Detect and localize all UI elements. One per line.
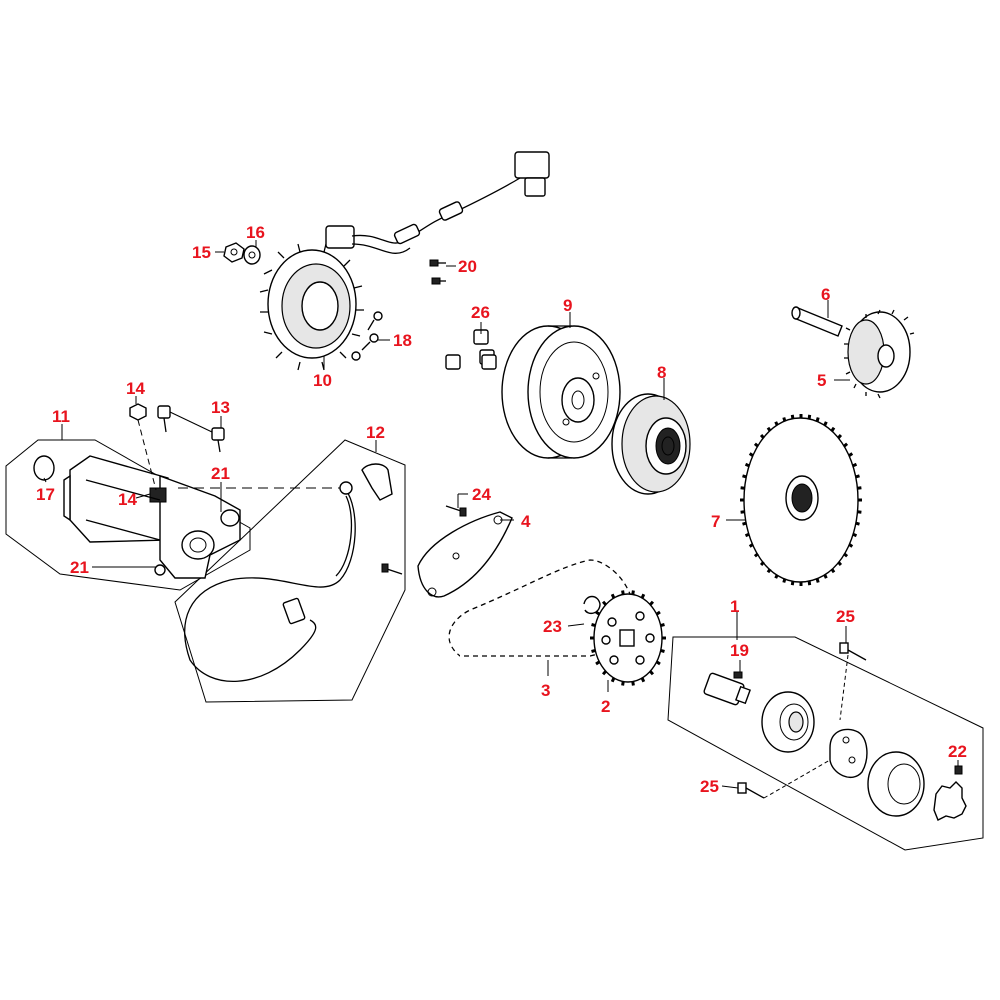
shaft-pin: [791, 306, 843, 337]
callout-16: 16: [246, 223, 265, 242]
nut-15: [223, 242, 245, 263]
panel-oil-pump: [667, 636, 984, 851]
starter-clutch: [611, 393, 691, 495]
callout-14-body: 14: [118, 490, 137, 509]
panel-starter-cable: [174, 439, 406, 703]
callout-25-bottom: 25: [700, 777, 719, 796]
callout-23: 23: [543, 617, 562, 636]
bolts-24: [381, 505, 467, 575]
callout-9: 9: [563, 296, 572, 315]
callout-12: 12: [366, 423, 385, 442]
callout-1: 1: [730, 597, 739, 616]
teeth2-marks: [590, 590, 666, 686]
callout-21-bottom: 21: [70, 558, 89, 577]
flywheel-rotor: [501, 325, 621, 459]
starter-motor: [33, 455, 241, 579]
callout-17: 17: [36, 485, 55, 504]
callout-7: 7: [711, 512, 720, 531]
stator-coil: [259, 151, 550, 371]
callout-20: 20: [458, 257, 477, 276]
callout-5: 5: [817, 371, 826, 390]
oil-sensor-19: [703, 671, 751, 706]
bolts-25: [737, 642, 867, 799]
callout-15: 15: [192, 243, 211, 262]
callout-14-top: 14: [126, 379, 145, 398]
callout-19: 19: [730, 641, 749, 660]
pin-22: [954, 765, 963, 775]
leader-lines: [43, 240, 959, 799]
callout-18: 18: [393, 331, 412, 350]
teeth7-marks: [740, 414, 862, 586]
callout-26: 26: [471, 303, 490, 322]
washer-16: [243, 245, 261, 265]
idle-gear: [844, 309, 915, 399]
bolts-13: [157, 405, 225, 453]
callout-6: 6: [821, 285, 830, 304]
assembly-line-14: [137, 419, 157, 491]
chain-guide: [417, 511, 513, 598]
bolts-18: [351, 311, 383, 361]
callout-13: 13: [211, 398, 230, 417]
callout-8: 8: [657, 363, 666, 382]
bolts-26: [445, 329, 497, 370]
callout-22: 22: [948, 742, 967, 761]
callout-21-top: 21: [211, 464, 230, 483]
callout-25-top: 25: [836, 607, 855, 626]
pump-rotor-outer: [867, 751, 925, 817]
callout-3: 3: [541, 681, 550, 700]
nut-14: [129, 403, 147, 421]
callout-24: 24: [472, 485, 491, 504]
pump-cover: [761, 691, 815, 753]
pump-rotor-inner: [933, 781, 967, 821]
callout-11: 11: [52, 407, 70, 426]
panel-starter-motor: [5, 439, 251, 591]
screws-20: [429, 259, 446, 285]
callout-4: 4: [521, 512, 531, 531]
circlip: [583, 595, 601, 615]
driven-sprocket: [740, 414, 862, 586]
callout-2: 2: [601, 697, 610, 716]
pump-plate: [829, 728, 868, 778]
drive-sprocket: [590, 590, 666, 686]
starter-cable: [184, 463, 393, 682]
callout-10: 10: [313, 371, 332, 390]
